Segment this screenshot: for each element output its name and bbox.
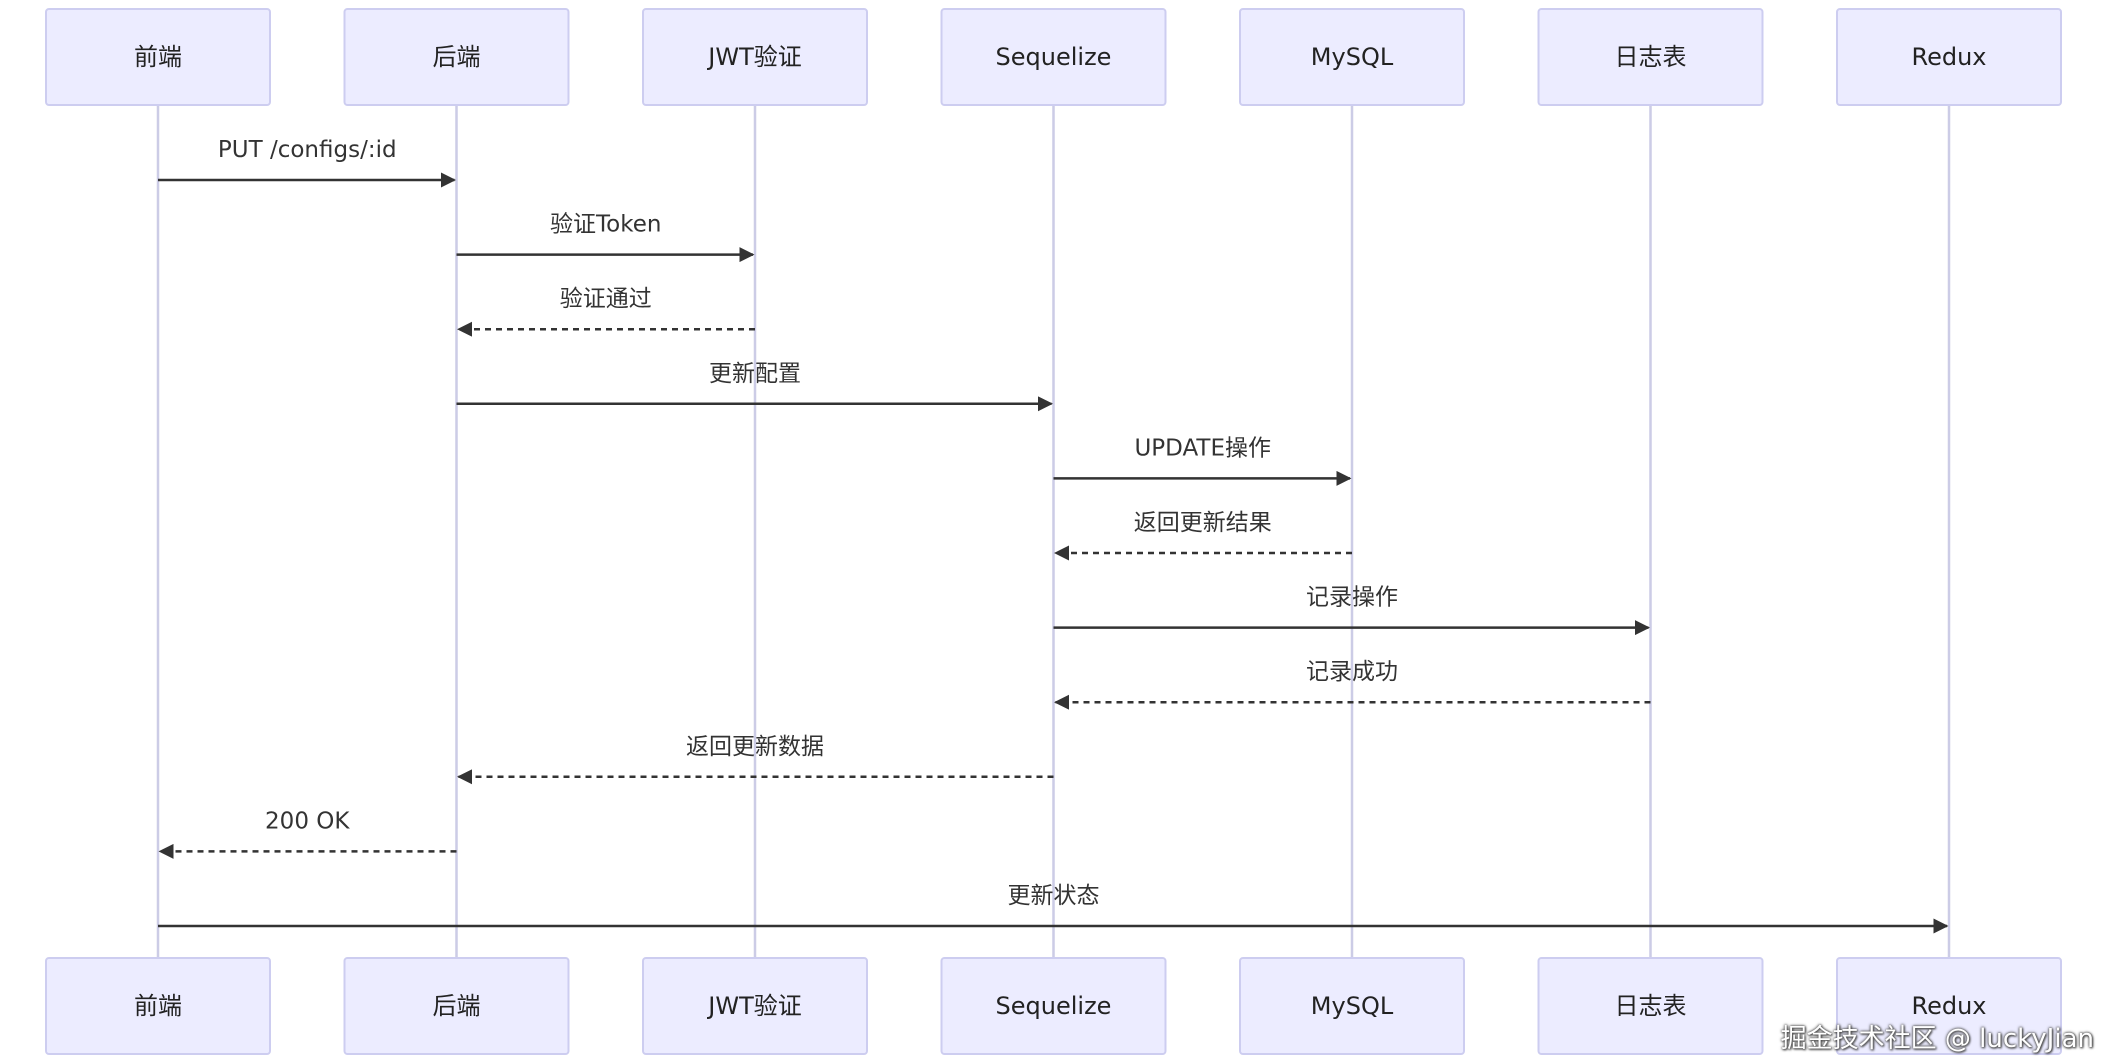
- message-label: 返回更新数据: [686, 734, 824, 760]
- participant-box: [1537, 8, 1764, 106]
- participant-label: Redux: [1911, 43, 1986, 71]
- message-label: 更新配置: [709, 361, 801, 387]
- participant-mysql-bottom: MySQL: [1239, 957, 1465, 1055]
- message-label: UPDATE操作: [1134, 435, 1271, 461]
- participant-label: JWT验证: [706, 43, 801, 71]
- participant-jwt-bottom: JWT验证: [642, 957, 868, 1055]
- participant-box: [940, 8, 1167, 106]
- message-label: 验证Token: [550, 212, 661, 238]
- participant-frontend-top: 前端: [45, 8, 271, 106]
- message-10: 200 OK: [158, 808, 457, 859]
- message-label: 返回更新结果: [1134, 510, 1272, 536]
- message-label: 记录操作: [1306, 585, 1398, 611]
- participant-box: [343, 957, 570, 1055]
- participant-box: [1239, 957, 1465, 1055]
- participant-label: 日志表: [1615, 992, 1687, 1020]
- message-label: PUT /configs/:id: [218, 137, 397, 163]
- message-6: 返回更新结果: [1054, 510, 1352, 561]
- participant-redux-top: Redux: [1836, 8, 2062, 106]
- message-5: UPDATE操作: [1053, 435, 1352, 486]
- message-11: 更新状态: [158, 883, 1949, 934]
- message-8: 记录成功: [1054, 659, 1651, 710]
- participant-box: [642, 8, 868, 106]
- message-label: 验证通过: [560, 286, 652, 312]
- message-label: 记录成功: [1306, 659, 1398, 685]
- participant-sequelize-top: Sequelize: [940, 8, 1167, 106]
- message-label: 200 OK: [265, 808, 350, 834]
- message-9: 返回更新数据: [457, 734, 1054, 785]
- participant-redux-bottom: Redux: [1836, 957, 2062, 1055]
- message-label: 更新状态: [1008, 883, 1100, 909]
- participant-box: [45, 957, 271, 1055]
- participant-log-top: 日志表: [1537, 8, 1764, 106]
- message-7: 记录操作: [1053, 585, 1650, 636]
- participant-box: [642, 957, 868, 1055]
- participant-label: Sequelize: [996, 43, 1112, 71]
- message-1: PUT /configs/:id: [158, 137, 456, 188]
- watermark-text: 掘金技术社区 @ luckyJian: [1780, 1024, 2094, 1054]
- participant-backend-bottom: 后端: [343, 957, 570, 1055]
- participant-box: [1836, 8, 2062, 106]
- participant-label: Redux: [1911, 992, 1986, 1020]
- participant-mysql-top: MySQL: [1239, 8, 1465, 106]
- participant-label: 前端: [134, 992, 182, 1020]
- participant-box: [1836, 957, 2062, 1055]
- participant-box: [1537, 957, 1764, 1055]
- participant-jwt-top: JWT验证: [642, 8, 868, 106]
- participant-label: JWT验证: [706, 992, 801, 1020]
- participant-log-bottom: 日志表: [1537, 957, 1764, 1055]
- message-4: 更新配置: [456, 361, 1053, 412]
- participant-box: [940, 957, 1167, 1055]
- participant-frontend-bottom: 前端: [45, 957, 271, 1055]
- participant-label: Sequelize: [996, 992, 1112, 1020]
- participant-label: MySQL: [1311, 992, 1394, 1020]
- message-2: 验证Token: [456, 212, 755, 263]
- participant-box: [1239, 8, 1465, 106]
- participant-label: 后端: [433, 43, 481, 71]
- participant-label: 后端: [433, 992, 481, 1020]
- participant-box: [343, 8, 570, 106]
- participant-label: 前端: [134, 43, 182, 71]
- participant-box: [45, 8, 271, 106]
- participant-label: MySQL: [1311, 43, 1394, 71]
- participant-label: 日志表: [1615, 43, 1687, 71]
- participant-backend-top: 后端: [343, 8, 570, 106]
- message-3: 验证通过: [457, 286, 755, 337]
- participant-sequelize-bottom: Sequelize: [940, 957, 1167, 1055]
